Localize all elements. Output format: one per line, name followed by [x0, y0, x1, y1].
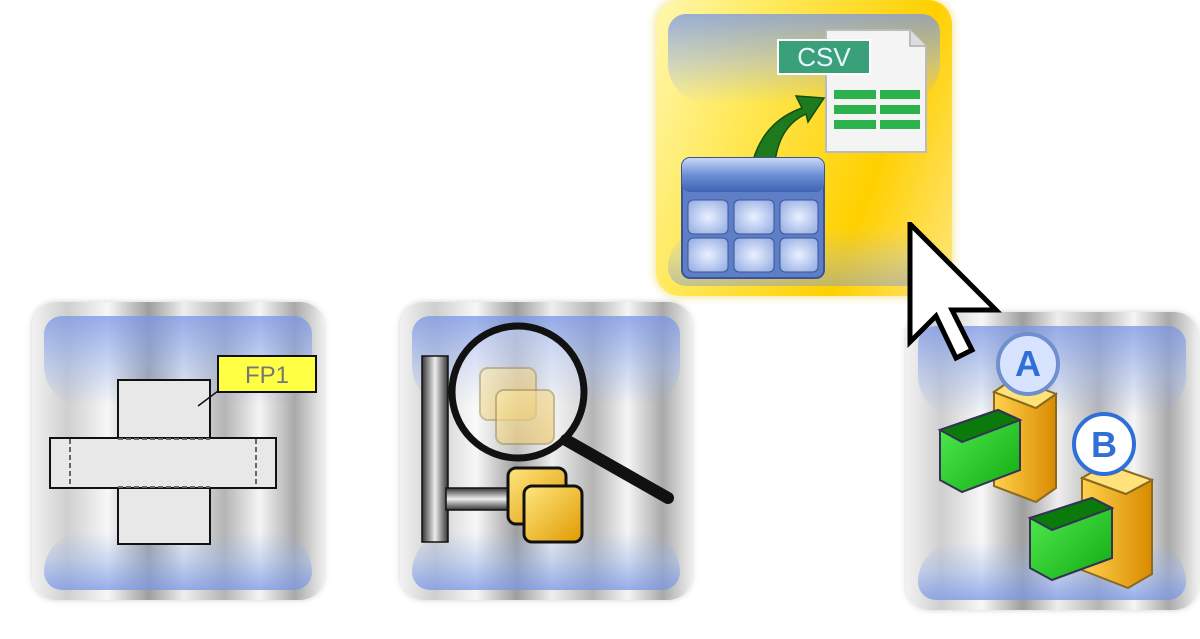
floor-plan-icon: FP1 [49, 355, 317, 545]
compare-tile[interactable]: A B [906, 312, 1198, 610]
compare-label-a: A [1015, 343, 1041, 384]
compare-ab-icon: A B [937, 332, 1155, 590]
csv-label: CSV [797, 42, 851, 72]
mouse-cursor-icon [907, 222, 1002, 362]
export-csv-icon: CSV [681, 29, 927, 279]
search-hierarchy-tile[interactable] [400, 302, 692, 600]
export-csv-tile[interactable]: CSV [656, 0, 952, 296]
floor-plan-tile[interactable]: FP1 [32, 302, 324, 600]
floor-plan-label: FP1 [245, 362, 289, 389]
compare-label-b: B [1091, 424, 1117, 465]
search-hierarchy-icon [421, 322, 674, 544]
